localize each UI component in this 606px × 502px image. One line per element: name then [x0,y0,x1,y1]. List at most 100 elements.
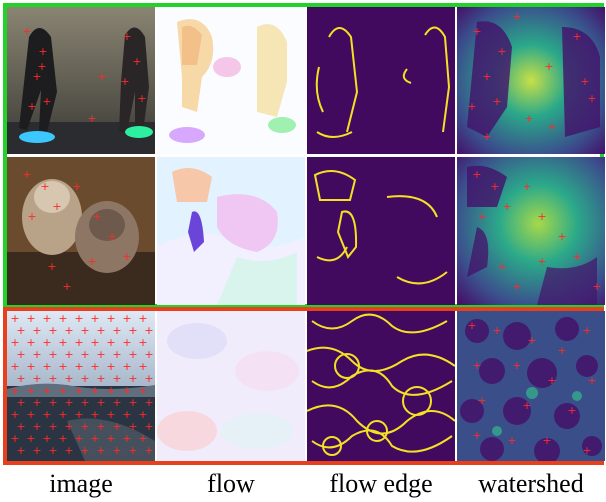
marker-plus: + [16,444,25,457]
marker-plus: + [32,420,41,433]
marker-plus: + [112,348,121,361]
marker-plus: + [144,348,153,361]
marker-plus: + [106,312,115,325]
marker-plus: + [128,396,137,409]
marker-plus: + [27,100,36,113]
marker-plus: + [27,210,36,223]
marker-plus: + [567,404,576,417]
marker-plus: + [22,25,31,38]
marker-plus: + [580,75,589,88]
marker-plus: + [128,348,137,361]
marker-plus: + [16,348,25,361]
marker-plus: + [122,408,131,421]
marker-plus: + [26,384,35,397]
marker-plus: + [582,444,591,457]
marker-plus: + [557,344,566,357]
marker-plus: + [74,408,83,421]
marker-plus: + [122,312,131,325]
marker-plus: + [74,384,83,397]
marker-plus: + [42,408,51,421]
marker-plus: + [58,312,67,325]
marker-plus: + [128,444,137,457]
marker-plus: + [16,372,25,385]
marker-plus: + [16,396,25,409]
marker-plus: + [64,348,73,361]
marker-plus: + [537,255,546,268]
marker-plus: + [64,324,73,337]
marker-plus: + [74,336,83,349]
marker-plus: + [47,260,56,273]
marker-plus: + [48,372,57,385]
marker-plus: + [144,372,153,385]
marker-plus: + [10,408,19,421]
row3-image-tile: ++++++++++++++++++++++++++++++++++++++++… [7,311,155,461]
marker-plus: + [582,324,591,337]
marker-plus: + [477,394,486,407]
marker-plus: + [48,420,57,433]
marker-plus: + [26,312,35,325]
marker-plus: + [144,396,153,409]
marker-plus: + [507,434,516,447]
marker-plus: + [90,432,99,445]
marker-plus: + [144,324,153,337]
marker-plus: + [58,336,67,349]
marker-plus: + [52,200,61,213]
marker-plus: + [492,95,501,108]
marker-plus: + [106,432,115,445]
column-label-flow: flow [207,469,255,498]
row1-image-tile: ++++++++++++ [7,7,155,154]
marker-plus: + [522,180,531,193]
column-label-watershed: watershed [478,469,584,498]
marker-plus: + [42,432,51,445]
marker-plus: + [16,420,25,433]
marker-plus: + [80,372,89,385]
marker-plus: + [80,324,89,337]
marker-plus: + [547,374,556,387]
marker-plus: + [137,92,146,105]
row1-flow-tile [157,7,305,154]
marker-plus: + [90,360,99,373]
marker-plus: + [106,408,115,421]
row3-watershed-tile: ++++++++++++++++ [457,311,605,461]
marker-plus: + [48,444,57,457]
marker-plus: + [72,180,81,193]
marker-plus: + [128,324,137,337]
marker-plus: + [26,408,35,421]
marker-plus: + [48,348,57,361]
marker-plus: + [58,360,67,373]
marker-plus: + [132,55,141,68]
marker-plus: + [497,260,506,273]
marker-plus: + [10,312,19,325]
marker-plus: + [16,324,25,337]
marker-plus: + [492,324,501,337]
top-group-frame [3,3,604,308]
marker-plus: + [112,444,121,457]
marker-plus: + [74,432,83,445]
marker-plus: + [90,408,99,421]
marker-plus: + [587,374,596,387]
marker-plus: + [87,255,96,268]
marker-plus: + [502,200,511,213]
marker-plus: + [112,396,121,409]
marker-plus: + [80,396,89,409]
marker-plus: + [10,360,19,373]
marker-plus: + [42,336,51,349]
marker-plus: + [58,384,67,397]
marker-plus: + [58,432,67,445]
marker-plus: + [472,25,481,38]
marker-plus: + [42,312,51,325]
row1-watershed-tile: +++++++++++++ [457,7,605,154]
marker-plus: + [58,408,67,421]
marker-plus: + [42,384,51,397]
row2-image-tile: +++++++++++ [7,157,155,305]
row2-flow-edge-tile [307,157,455,305]
marker-plus: + [547,120,556,133]
marker-plus: + [537,210,546,223]
marker-plus: + [32,70,41,83]
marker-plus: + [122,360,131,373]
marker-plus: + [572,250,581,263]
marker-plus: + [122,250,131,263]
marker-plus: + [482,70,491,83]
marker-plus: + [122,432,131,445]
marker-plus: + [106,336,115,349]
